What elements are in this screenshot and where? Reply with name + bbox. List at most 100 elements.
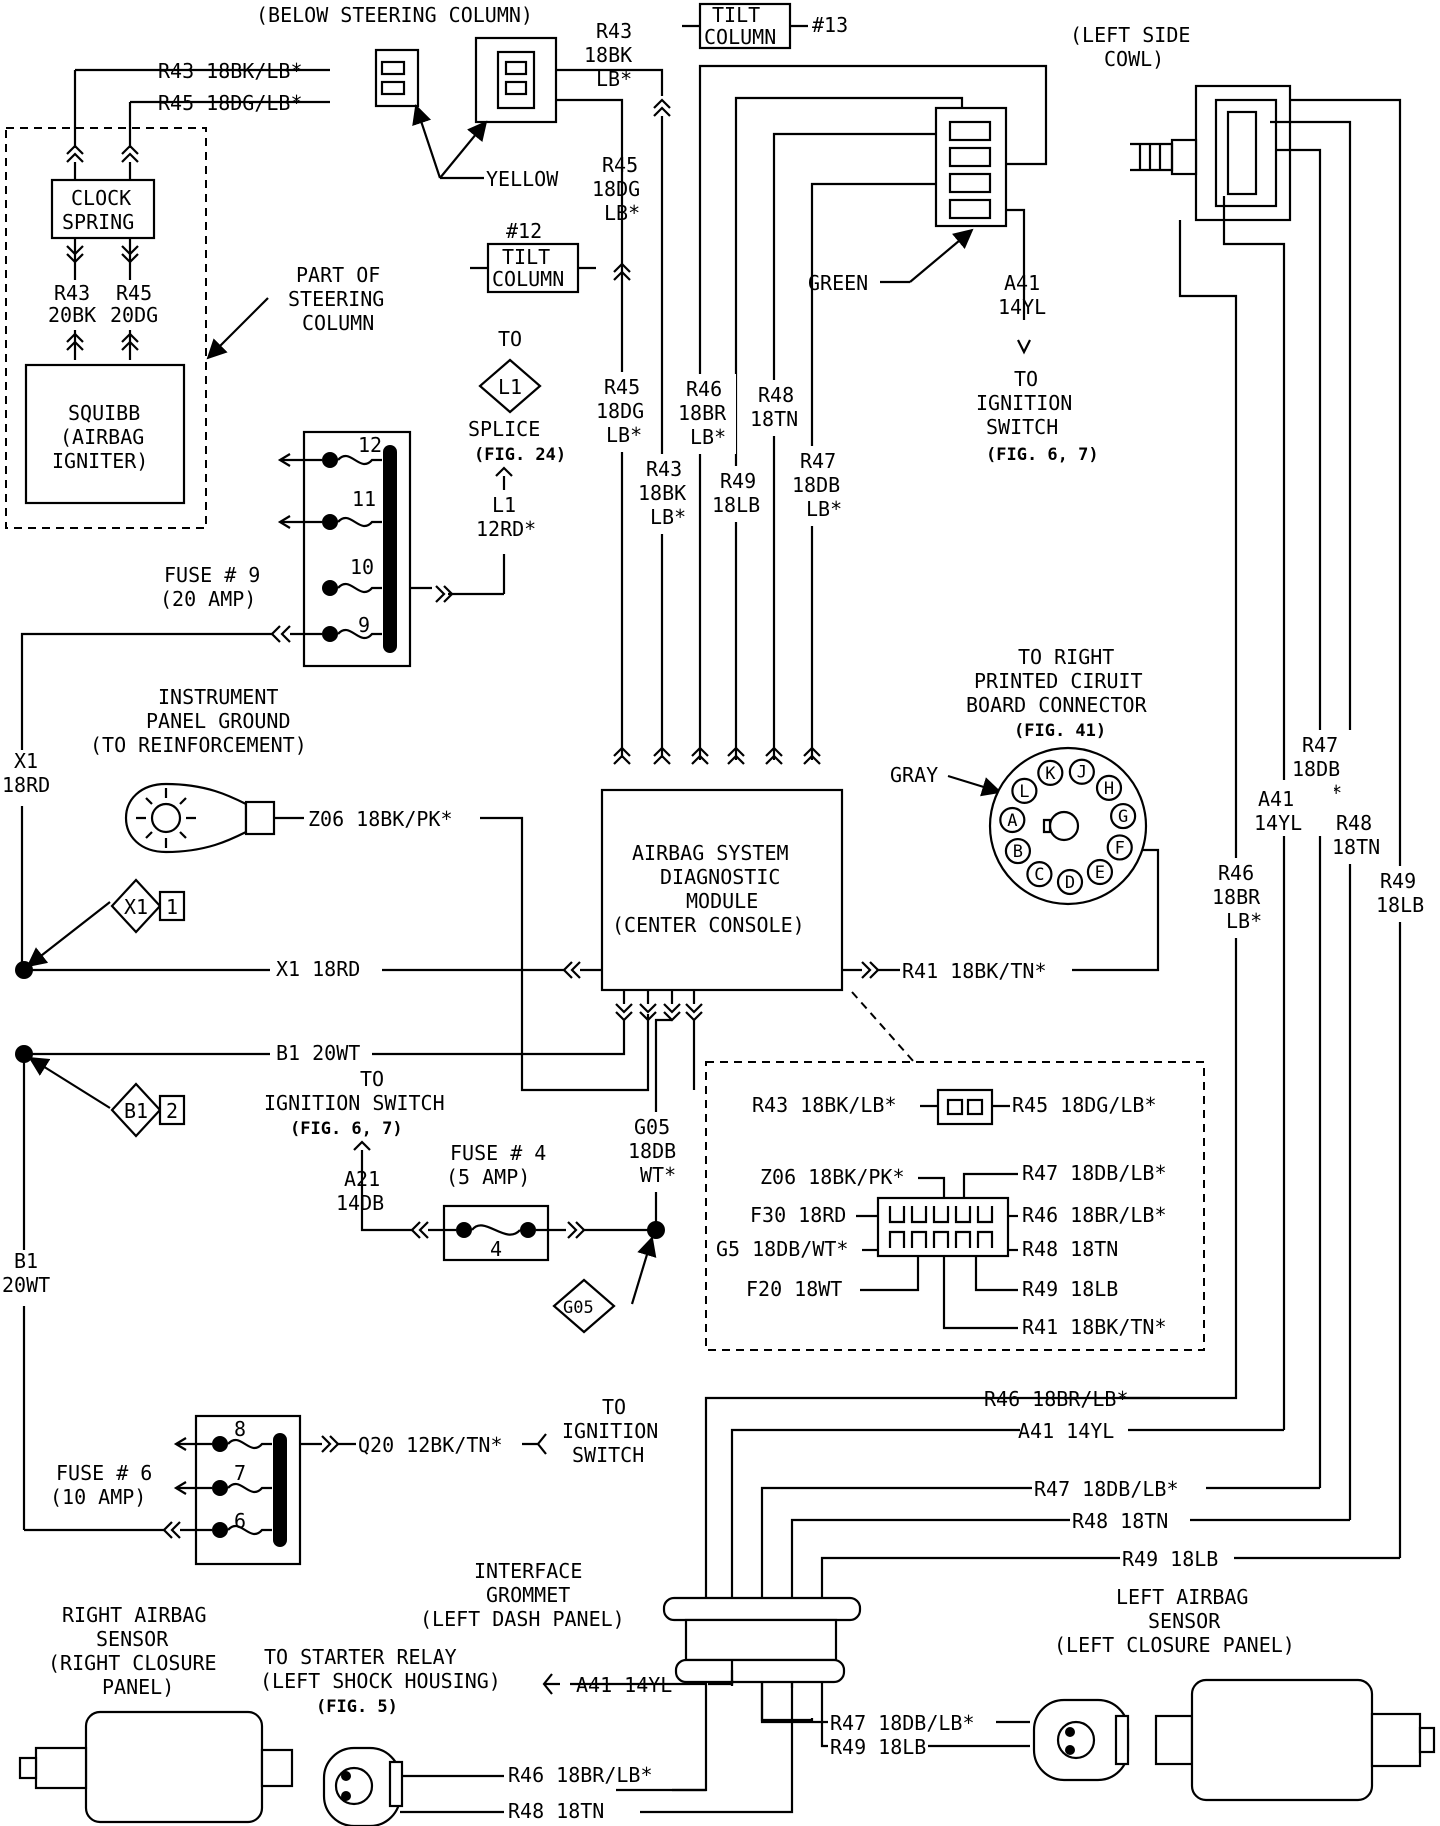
x1-v-label-1: X1	[14, 749, 38, 773]
r48-bot-label: R48 18TN	[508, 1799, 604, 1823]
r46-wire-route	[698, 64, 1048, 760]
left-cowl-stud-base	[1170, 138, 1198, 176]
to-right-label-3: BOARD CONNECTOR	[966, 693, 1148, 717]
grommet-body	[684, 1618, 838, 1662]
to-ignition-label-3: SWITCH	[986, 415, 1058, 439]
fuse-pin-12-label: 12	[358, 433, 382, 457]
b1-wire-horizontal	[24, 1020, 626, 1056]
left-cowl-stud	[1130, 142, 1174, 172]
part-of-label-3: COLUMN	[302, 311, 374, 335]
r46-b-label-3: LB*	[690, 425, 726, 449]
r48-b-label-1: R48	[758, 383, 794, 407]
r43-connector-chevron-1	[66, 144, 84, 163]
a21-chevron	[410, 1221, 429, 1239]
connector-cavity	[948, 198, 992, 220]
round-connector-key-tab	[1042, 818, 1052, 834]
b1-ref-arrow	[28, 1056, 111, 1109]
round-connector-key	[1048, 810, 1080, 842]
a21-label-2: 14DB	[336, 1191, 384, 1215]
label-mask	[790, 446, 850, 526]
detail-z06-label: Z06 18BK/PK*	[760, 1165, 905, 1189]
detail-connector-bottom-row	[888, 1230, 994, 1248]
grommet-flange-bottom	[674, 1658, 846, 1684]
r47-r-label-2: 18DB	[1292, 757, 1340, 781]
connector-pin-e	[1086, 858, 1114, 886]
green-arrow	[909, 228, 974, 283]
r43-a-label-2: 18BK	[584, 43, 632, 67]
detail-r48-label: R48 18TN	[1022, 1237, 1118, 1261]
below-steering-column-label: (BELOW STEERING COLUMN)	[256, 3, 533, 27]
r45-b-label-1: R45	[604, 375, 640, 399]
r45-chevron-3	[121, 332, 139, 351]
label-mask	[1376, 866, 1436, 922]
detail-r45-label: R45 18DG/LB*	[1012, 1093, 1157, 1117]
r49-r-label-2: 18LB	[1376, 893, 1424, 917]
detail-r41-label: R41 18BK/TN*	[1022, 1315, 1167, 1339]
starter-label-2: (LEFT SHOCK HOUSING)	[260, 1669, 501, 1693]
detail-r46-label: R46 18BR/LB*	[1022, 1203, 1167, 1227]
label-mask	[1208, 858, 1278, 938]
r43-top-label: R43 18BK/LB*	[158, 59, 303, 83]
a41-bot-label: A41 14YL	[576, 1673, 672, 1697]
steering-connector-left	[374, 48, 420, 108]
part-of-label-2: STEERING	[288, 287, 384, 311]
fuse-pin-9-label: 9	[358, 613, 370, 637]
tilt-column-12-label-b: COLUMN	[492, 267, 564, 291]
connector-pin-f	[1106, 834, 1133, 861]
label-mask	[1248, 780, 1334, 836]
detail-r49-label: R49 18LB	[1022, 1277, 1118, 1301]
r49-h-label: R49 18LB	[1122, 1547, 1218, 1571]
fuse6-label-2: (10 AMP)	[50, 1485, 146, 1509]
fuse-pin-6-label: 6	[234, 1509, 246, 1533]
detail-r49-leader	[974, 1256, 1018, 1292]
b1-ref-diamond	[110, 1082, 162, 1138]
detail-f20-label: F20 18WT	[746, 1277, 842, 1301]
a21-break	[353, 1140, 371, 1151]
g05-w-label-3: WT*	[640, 1163, 676, 1187]
z06-wire-route	[480, 816, 650, 1092]
x1-ref-arrow	[26, 901, 111, 968]
a41-r-label-1: A41	[1258, 787, 1294, 811]
interface-label-3: (LEFT DASH PANEL)	[420, 1607, 625, 1631]
label-mask	[748, 380, 808, 436]
to-splice-label-1: TO	[498, 327, 522, 351]
yellow-label: YELLOW	[486, 167, 559, 191]
detail-f30-label: F30 18RD	[750, 1203, 846, 1227]
r47-grommet-out-a	[760, 1682, 814, 1722]
r46-h-label: R46 18BR/LB*	[984, 1387, 1129, 1411]
right-sensor-label-3: (RIGHT CLOSURE	[48, 1651, 217, 1675]
g05-ref-diamond	[552, 1278, 616, 1334]
q20-chevron	[321, 1435, 340, 1453]
connector-pin-d	[1056, 868, 1084, 896]
splice-l1-symbol: L1	[498, 375, 522, 399]
tilt-column-12-label-a: TILT	[502, 245, 550, 269]
right-sensor-label-4: PANEL)	[102, 1675, 174, 1699]
r45-chevron-mid	[613, 262, 631, 281]
connector-cavity	[948, 146, 992, 168]
r46-b-label-1: R46	[686, 377, 722, 401]
starter-label-1: TO STARTER RELAY	[264, 1645, 457, 1669]
connector-pin	[380, 60, 406, 76]
left-sensor-label-2: SENSOR	[1148, 1609, 1221, 1633]
detail-z06-leader	[918, 1176, 946, 1198]
label-mask	[270, 954, 382, 980]
r48-h-label: R48 18TN	[1072, 1509, 1168, 1533]
left-sensor-connector-latch	[1114, 1714, 1130, 1766]
x1-ref-number: 1	[166, 895, 178, 919]
q20-label: Q20 12BK/TN*	[358, 1433, 503, 1457]
a21-wire	[360, 1150, 412, 1232]
module-bottom-stubs	[622, 990, 696, 1004]
to-ign-b-label-2: IGNITION SWITCH	[264, 1091, 445, 1115]
to-ignition-label-4: (FIG. 6, 7)	[986, 445, 1099, 465]
label-mask	[636, 454, 696, 534]
b1-v-label-2: 20WT	[2, 1273, 50, 1297]
clock-spring-label-1: CLOCK	[71, 186, 131, 210]
connector-pin-a	[999, 806, 1026, 834]
tilt-12-number: #12	[506, 219, 542, 243]
steering-column-dashed-box	[5, 127, 207, 529]
r47-right-route	[1276, 148, 1322, 1488]
connector-pin-g	[1110, 802, 1137, 830]
x1-v-label-2: 18RD	[2, 773, 50, 797]
to-ign-c-label-1: TO	[602, 1395, 626, 1419]
